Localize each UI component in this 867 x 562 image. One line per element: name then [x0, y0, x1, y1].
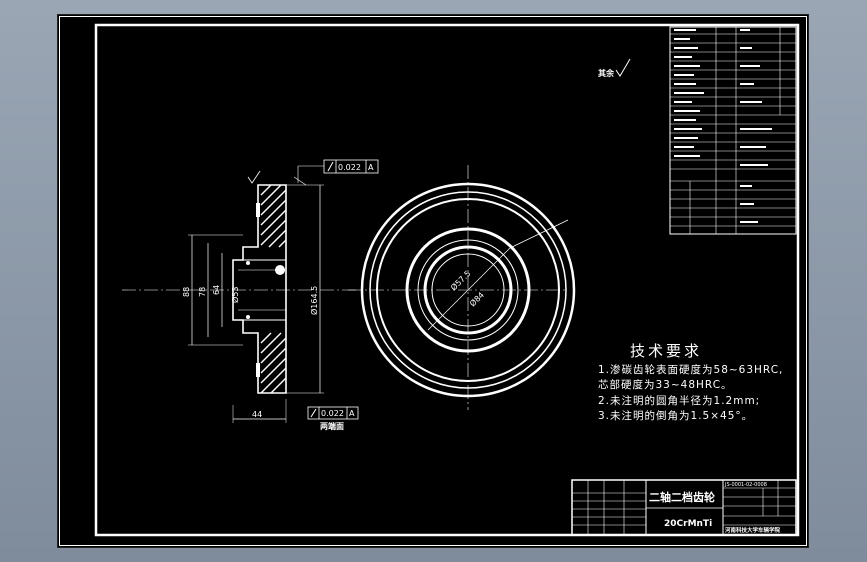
dim-64: 64: [212, 285, 221, 295]
tol-top-value: 0.022: [338, 163, 361, 172]
part-name: 二轴二档齿轮: [649, 490, 715, 504]
notes-heading: 技术要求: [630, 342, 702, 360]
runout-symbol-bottom-icon: [310, 408, 317, 418]
dim-44: 44: [252, 410, 262, 419]
gear-parameter-table: [669, 26, 797, 235]
note-line-2: 芯部硬度为33~48HRC。: [598, 378, 733, 391]
title-block: 二轴二档齿轮 20CrMnTi JS-0001-02-0008 河南科技大学车辆…: [571, 479, 797, 536]
inner-border: [94, 23, 800, 537]
dim-53: Ø53: [230, 287, 240, 303]
tol-top-ref: A: [368, 163, 374, 172]
roughness-note: 其余: [598, 58, 631, 78]
drawing-canvas: 技术要求 1.渗碳齿轮表面硬度为58~63HRC, 芯部硬度为33~48HRC。…: [59, 16, 807, 546]
dim-164: Ø164.5: [309, 286, 319, 315]
outer-border: [59, 16, 807, 546]
tol-bottom-ref: A: [349, 409, 355, 418]
drawing-number: JS-0001-02-0008: [724, 482, 767, 488]
roughness-symbol-icon: [615, 58, 631, 77]
dim-88: 88: [182, 287, 191, 297]
note-line-4: 3.未注明的倒角为1.5×45°。: [598, 409, 753, 422]
section-view: 88 78 64 Ø53 Ø164.5 44 0.022 A 0.022 A 两…: [122, 159, 379, 431]
drawing-sheet: 技术要求 1.渗碳齿轮表面硬度为58~63HRC, 芯部硬度为33~48HRC。…: [58, 15, 808, 547]
note-line-1: 1.渗碳齿轮表面硬度为58~63HRC,: [598, 363, 783, 376]
material: 20CrMnTi: [664, 519, 712, 529]
school-name: 河南科技大学车辆学院: [725, 526, 781, 534]
runout-symbol-icon: [327, 161, 334, 172]
tol-bottom-value: 0.022: [321, 409, 344, 418]
dim-78: 78: [198, 287, 207, 297]
technical-requirements: 技术要求 1.渗碳齿轮表面硬度为58~63HRC, 芯部硬度为33~48HRC。…: [598, 342, 783, 422]
dim-c84: Ø84: [467, 290, 486, 309]
front-view: Ø57.5 Ø84: [348, 165, 576, 410]
note-line-3: 2.未注明的圆角半径为1.2mm;: [598, 394, 760, 407]
end-faces-label: 两端面: [320, 421, 344, 431]
roughness-label: 其余: [598, 68, 615, 78]
